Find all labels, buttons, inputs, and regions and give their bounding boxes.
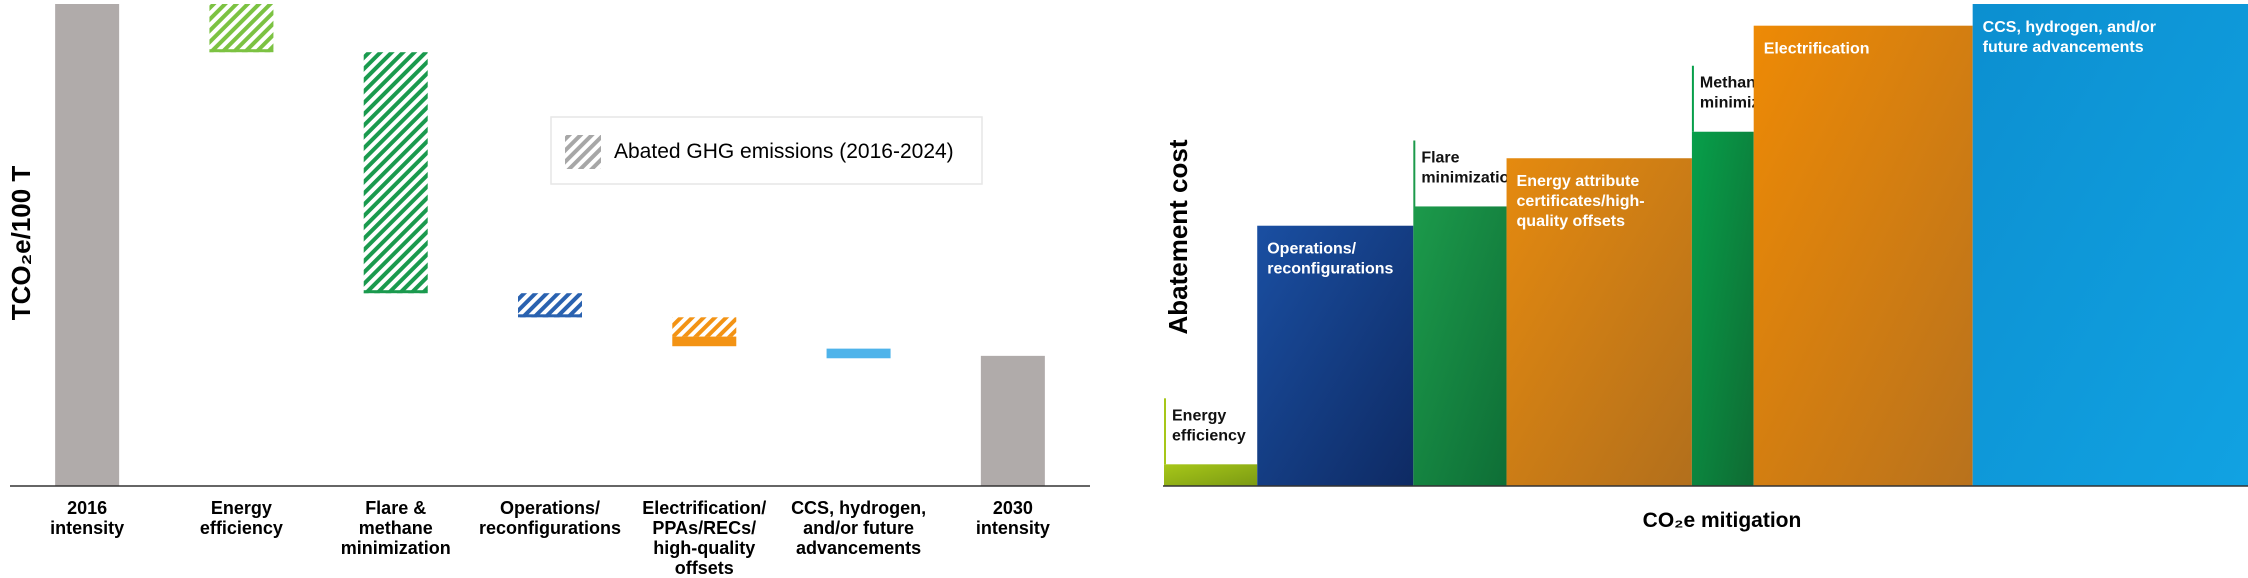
cost-bar-label: Operations/reconfigurations [1267, 241, 1393, 278]
waterfall-bar-edge [363, 290, 428, 294]
waterfall-bar-abated [209, 4, 274, 53]
cost-bar [1164, 464, 1258, 486]
cost-bar-label: Electrification [1764, 41, 1870, 58]
legend: Abated GHG emissions (2016-2024) [550, 116, 983, 185]
cost-bar [1972, 4, 2248, 486]
waterfall-bar-remaining [826, 348, 891, 359]
waterfall-bar-abated [363, 52, 428, 294]
waterfall-bar [55, 4, 120, 486]
cost-bar [1753, 25, 1973, 486]
cost-bar [1691, 131, 1754, 487]
waterfall-bar-edge [518, 314, 582, 318]
cost-bar [1413, 206, 1507, 486]
waterfall-bars [55, 4, 1045, 486]
legend-hatch-swatch [565, 135, 601, 169]
y-axis-label: Abatement cost [1163, 139, 1193, 334]
waterfall-bar [980, 355, 1045, 486]
y-axis-label: TCO₂e/100 T [6, 166, 36, 321]
legend-box [550, 116, 983, 185]
cost-bar [1506, 158, 1692, 487]
x-tick-label: Operations/reconfigurations [479, 498, 621, 538]
waterfall-bar-remaining [672, 336, 737, 347]
waterfall-bar-abated [518, 293, 582, 318]
cost-bar [1257, 225, 1414, 486]
x-axis-label: CO₂e mitigation [1643, 509, 1802, 532]
waterfall-bar-abated [672, 317, 737, 337]
waterfall-bar-edge [209, 49, 274, 53]
legend-label: Abated GHG emissions (2016-2024) [614, 140, 954, 163]
